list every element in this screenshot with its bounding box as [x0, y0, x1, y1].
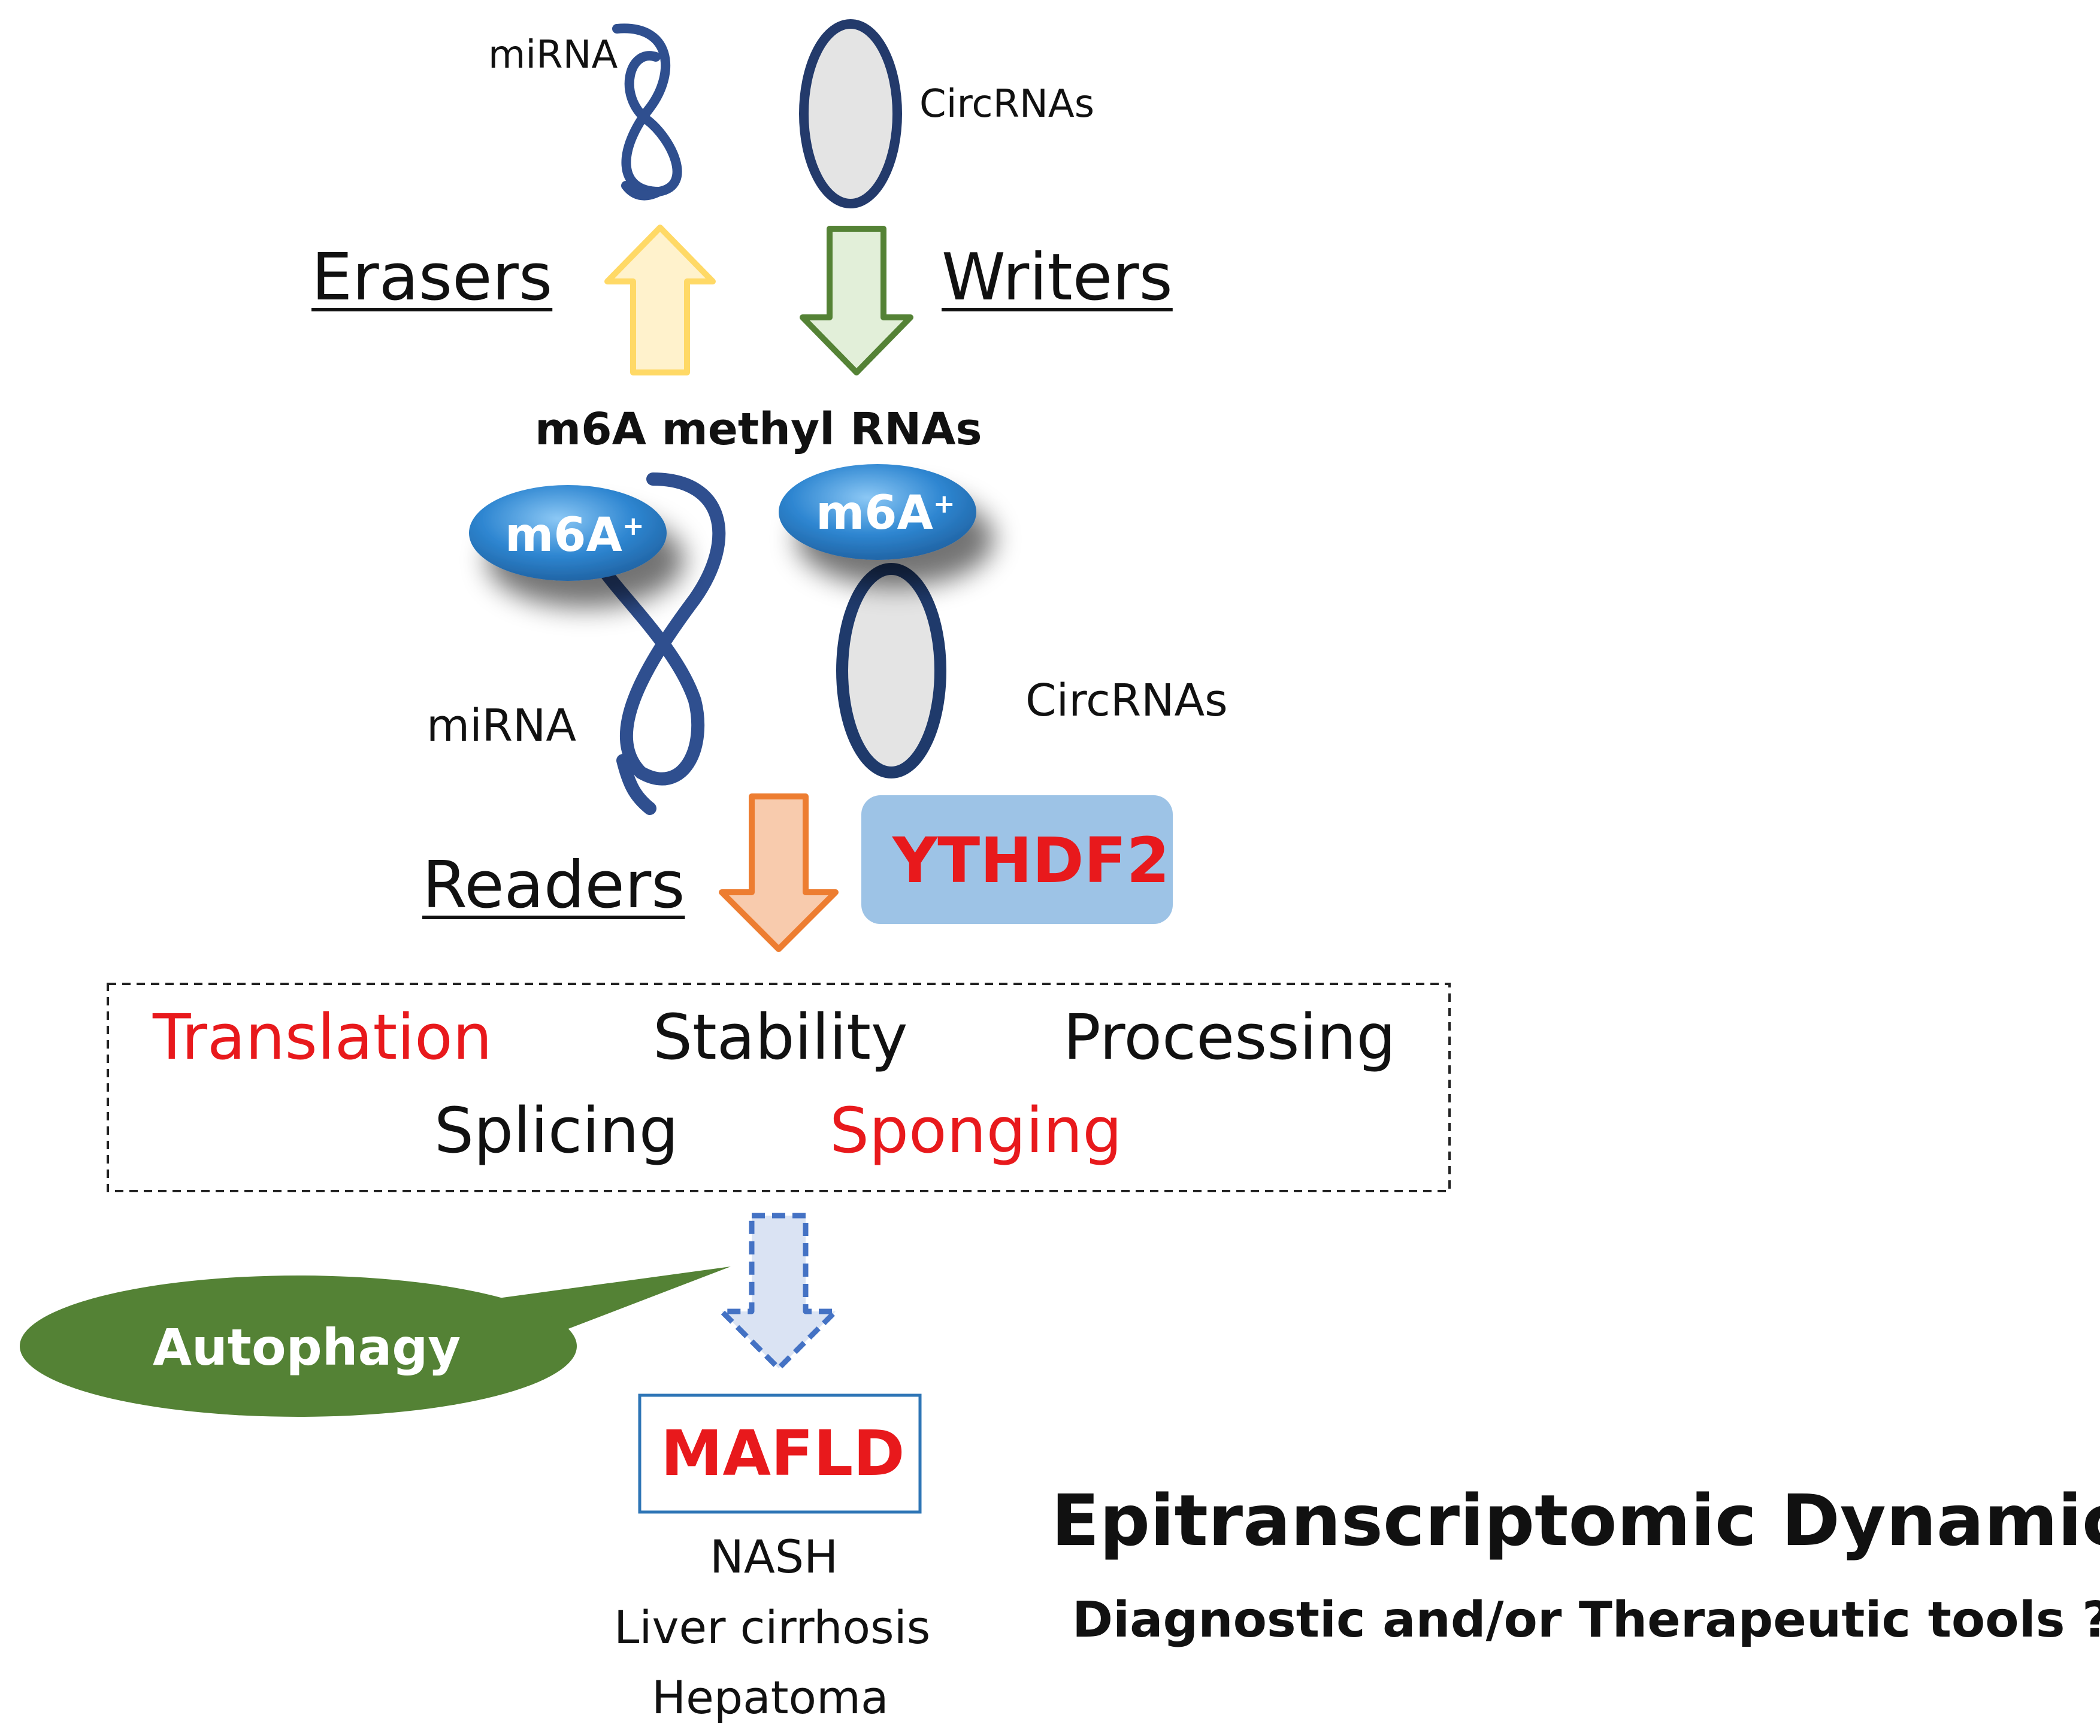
m6a-badge-mirna — [469, 485, 667, 581]
mirna-strand-top-tail — [621, 181, 664, 201]
footer-title: Epitranscriptomic Dynamics — [1051, 1479, 2100, 1562]
outcome-liver-cirrhosis: Liver cirrhosis — [614, 1601, 931, 1654]
writers-label: Writers — [942, 240, 1173, 315]
process-processing: Processing — [1063, 1001, 1396, 1074]
erasers-arrow-shape — [604, 225, 716, 375]
process-translation: Translation — [153, 1001, 492, 1074]
methyl-rnas-title: m6A methyl RNAs — [535, 404, 982, 455]
mafld-label: MAFLD — [661, 1417, 905, 1490]
readers-arrow — [719, 793, 839, 952]
processes-box — [107, 983, 1451, 1192]
footer-subtitle: Diagnostic and/or Therapeutic tools ? — [1072, 1592, 2100, 1649]
mirna-strand-top — [612, 23, 682, 197]
autophagy-bubble — [20, 1276, 577, 1417]
mirna-strand-methyl — [592, 472, 726, 786]
circrna-methyl — [836, 563, 946, 778]
m6a-label-mirna: m6A+ — [505, 508, 644, 562]
outcome-nash: NASH — [710, 1530, 839, 1583]
circrna-top — [799, 19, 902, 208]
top-circrna-label: CircRNAs — [919, 82, 1095, 126]
methyl-circrna-label: CircRNAs — [1025, 675, 1228, 726]
top-mirna-label: miRNA — [488, 33, 618, 77]
methyl-mirna-label: miRNA — [426, 700, 577, 752]
mafld-arrow — [719, 1213, 839, 1371]
ythdf2-box — [861, 795, 1173, 924]
erasers-label: Erasers — [311, 240, 553, 315]
m6a-badge-circrna — [779, 464, 976, 560]
process-splicing: Splicing — [434, 1094, 679, 1167]
outcome-hepatoma: Hepatoma — [652, 1671, 889, 1724]
writers-arrow — [800, 226, 913, 375]
readers-label: Readers — [422, 848, 685, 923]
mirna-strand-methyl-tail — [616, 754, 656, 815]
process-sponging: Sponging — [830, 1094, 1122, 1167]
mafld-box — [638, 1393, 922, 1514]
autophagy-label: Autophagy — [153, 1318, 461, 1377]
ythdf2-label: YTHDF2 — [892, 824, 1170, 897]
m6a-label-circrna: m6A+ — [816, 486, 955, 540]
process-stability: Stability — [653, 1001, 908, 1074]
